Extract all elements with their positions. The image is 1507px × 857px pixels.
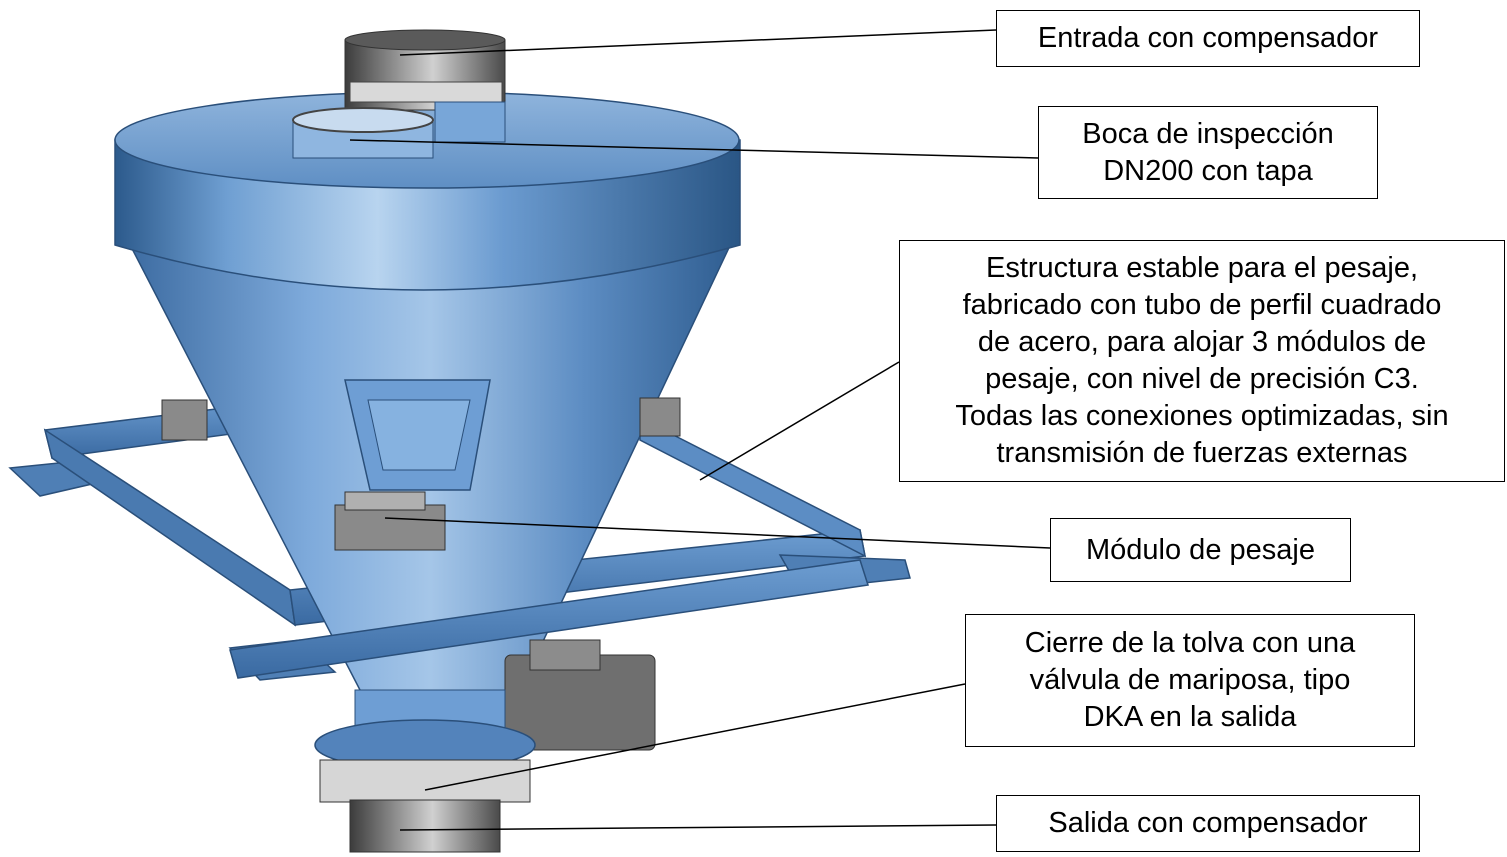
callout-salida: Salida con compensador	[996, 795, 1420, 852]
callout-boca-line: Boca de inspección	[1082, 117, 1334, 150]
callout-estructura-line: fabricado con tubo de perfil cuadrado	[962, 289, 1442, 321]
weighing-modules	[161, 397, 681, 551]
callout-estructura-line: Estructura estable para el pesaje,	[985, 252, 1419, 284]
leader-salida	[399, 824, 997, 831]
callout-entrada-line: Entrada con compensador	[1037, 22, 1379, 54]
callout-salida-line: Salida con compensador	[1048, 807, 1368, 839]
callout-cierre-line: DKA en la salida	[1083, 701, 1297, 733]
callout-entrada: Entrada con compensador	[996, 10, 1420, 67]
leader-modulo	[384, 517, 1051, 549]
outlet-compensator	[314, 689, 536, 853]
leader-lines	[349, 29, 1051, 831]
leader-estructura	[699, 361, 900, 481]
callout-cierre-line: Cierre de la tolva con una	[1024, 627, 1356, 659]
callout-estructura-line: transmisión de fuerzas externas	[996, 437, 1408, 469]
callout-estructura-line: Todas las conexiones optimizadas, sin	[955, 400, 1449, 432]
callout-boca-inspeccion: Boca de inspección DN200 con tapa	[1038, 106, 1378, 199]
callout-modulo-line: Módulo de pesaje	[1086, 533, 1315, 566]
cone-window	[344, 379, 491, 491]
leader-entrada	[399, 29, 997, 56]
callout-estructura: Estructura estable para el pesaje, fabri…	[899, 240, 1505, 482]
callout-cierre: Cierre de la tolva con una válvula de ma…	[965, 614, 1415, 747]
inlet-compensator	[344, 29, 506, 143]
callout-estructura-line: pesaje, con nivel de precisión C3.	[985, 363, 1419, 395]
callout-modulo-pesaje: Módulo de pesaje	[1050, 518, 1351, 582]
leader-boca	[349, 139, 1039, 159]
leader-cierre	[424, 683, 966, 791]
support-frame-front	[229, 559, 869, 679]
butterfly-valve	[504, 639, 656, 751]
callout-estructura-line: de acero, para alojar 3 módulos de	[977, 326, 1427, 358]
callout-boca-line: DN200 con tapa	[1103, 154, 1313, 187]
inspection-port	[292, 107, 434, 159]
callout-cierre-line: válvula de mariposa, tipo	[1029, 664, 1351, 696]
